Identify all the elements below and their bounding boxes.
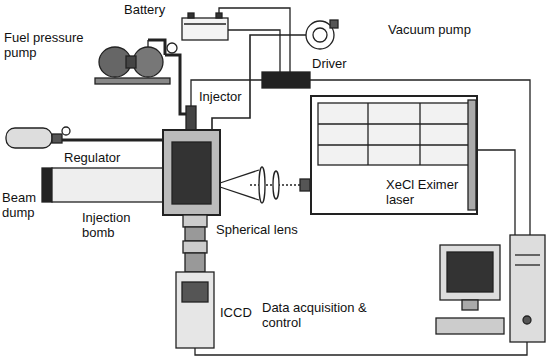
part-label: Data acquisition & control [262, 300, 374, 330]
part-label: Beam dump [2, 190, 40, 220]
laser-box: XeCl Eximer laser [310, 95, 478, 215]
part-label: ICCD [220, 305, 252, 320]
part-label: Driver [312, 56, 347, 71]
part-label: Spherical lens [216, 222, 298, 237]
part-label: Battery [124, 2, 165, 17]
part-label: Vacuum pump [388, 22, 471, 37]
part-label: Injector [199, 89, 242, 104]
part-label: Fuel pressure pump [4, 30, 94, 60]
part-label: Regulator [64, 150, 120, 165]
node-text: XeCl Eximer laser [386, 177, 474, 207]
part-label: Injection bomb [82, 210, 146, 240]
